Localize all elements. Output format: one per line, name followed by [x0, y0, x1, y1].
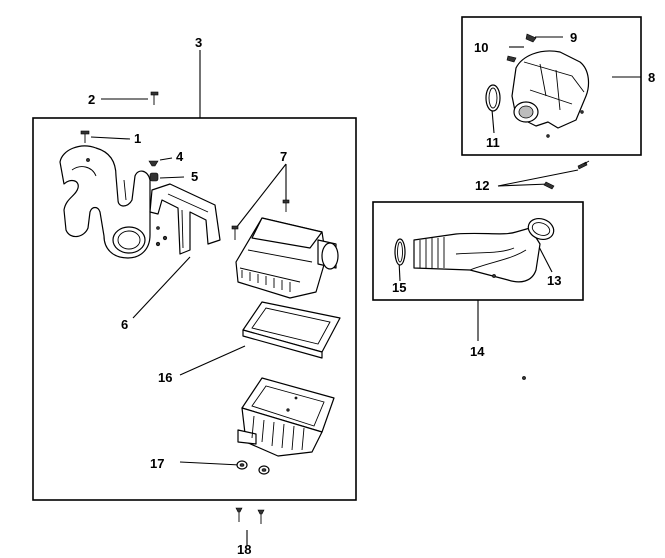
callout-9: 9 — [570, 30, 577, 45]
clamp-part-15 — [394, 238, 406, 266]
heat-shield-duct — [59, 145, 151, 259]
air-cleaner-upper-cover — [235, 217, 339, 299]
callout-4: 4 — [176, 149, 184, 164]
main-assembly-frame — [32, 117, 357, 501]
resonator-assembly — [511, 50, 590, 138]
intake-duct — [413, 227, 541, 380]
callout-1: 1 — [134, 131, 141, 146]
callout-11: 11 — [486, 135, 500, 150]
clip-part-9 — [525, 33, 537, 43]
callout-12: 12 — [475, 178, 489, 193]
filter-element-part-16 — [242, 301, 341, 359]
clip-part-4 — [148, 160, 159, 167]
callout-13: 13 — [547, 273, 561, 288]
callout-8: 8 — [648, 70, 655, 85]
callout-17: 17 — [150, 456, 164, 471]
bolt-part-7-left — [231, 225, 239, 240]
grommet-part-17 — [236, 460, 270, 475]
screw-part-2 — [150, 91, 159, 105]
grommet-part-5 — [149, 172, 159, 182]
callout-14: 14 — [470, 344, 485, 359]
callout-3: 3 — [195, 35, 202, 50]
clamp-part-13 — [527, 218, 555, 240]
clamp-part-11 — [485, 84, 501, 112]
callout-18: 18 — [237, 542, 251, 557]
clip-part-10 — [506, 55, 517, 63]
bracket-part-6 — [149, 183, 221, 255]
callout-15: 15 — [392, 280, 406, 295]
callout-6: 6 — [121, 317, 128, 332]
callout-labels: 3 2 1 4 5 7 6 16 17 18 9 10 8 11 12 13 1… — [88, 30, 655, 557]
callout-7: 7 — [280, 149, 287, 164]
leader-lines — [90, 36, 641, 545]
bolt-part-12 — [543, 160, 590, 190]
bolt-part-7-right — [282, 199, 290, 212]
resonator-assembly-frame — [461, 16, 642, 156]
callout-2: 2 — [88, 92, 95, 107]
air-cleaner-lower-case — [237, 377, 335, 457]
screw-part-1 — [80, 130, 90, 143]
callout-10: 10 — [474, 40, 488, 55]
bolt-part-18 — [235, 507, 265, 524]
callout-16: 16 — [158, 370, 172, 385]
callout-5: 5 — [191, 169, 198, 184]
